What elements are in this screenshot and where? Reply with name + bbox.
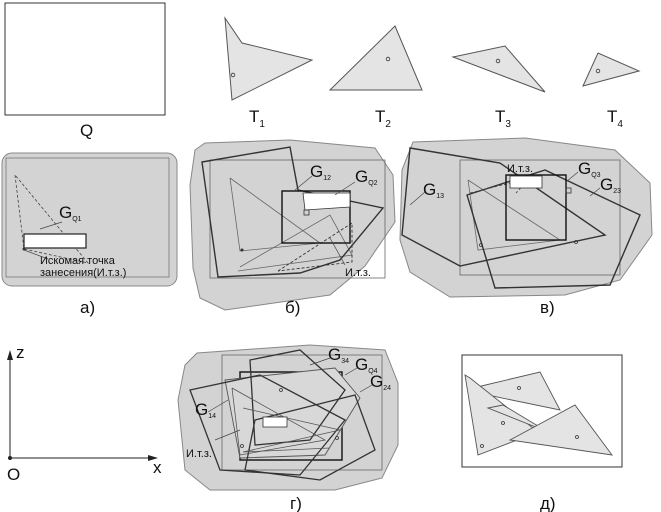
label-axis-z: z bbox=[16, 343, 25, 362]
label-g-12: G12 bbox=[310, 162, 331, 182]
sheet-q: Q bbox=[4, 2, 166, 140]
label-g-14: G14 bbox=[195, 400, 216, 420]
label-t4: T4 bbox=[607, 107, 623, 130]
label-g-13: G13 bbox=[423, 180, 444, 200]
caption-c: в) bbox=[540, 298, 555, 317]
label-itz-b: И.т.з. bbox=[345, 267, 371, 279]
seek-point-text-2: занесения(И.т.з.) bbox=[40, 267, 126, 279]
caption-d: г) bbox=[290, 494, 302, 512]
panel-c: И.т.з. G13 GQ3 G23 в) bbox=[399, 137, 653, 317]
label-g-24: G24 bbox=[370, 372, 391, 392]
caption-a: а) bbox=[80, 298, 95, 317]
label-g-q1: GQ1 bbox=[59, 203, 82, 223]
label-itz-c: И.т.з. bbox=[507, 163, 533, 175]
label-g-q3: GQ3 bbox=[578, 159, 601, 179]
caption-e: д) bbox=[540, 494, 556, 512]
polygon-t4: T4 bbox=[582, 52, 641, 130]
panel-e: д) bbox=[461, 354, 623, 512]
polygon-t1: T1 bbox=[224, 16, 314, 130]
panel-a: GQ1 Искомая точка занесения(И.т.з.) а) bbox=[1, 152, 178, 317]
label-axis-o: O bbox=[7, 465, 20, 484]
label-axis-x: x bbox=[153, 458, 162, 477]
label-t3: T3 bbox=[495, 107, 511, 130]
label-g-23: G23 bbox=[600, 175, 621, 195]
polygon-t2: T2 bbox=[328, 25, 423, 130]
label-g-q4: GQ4 bbox=[355, 355, 378, 375]
label-g-34: G34 bbox=[328, 345, 349, 365]
seek-point-text-1: Искомая точка bbox=[40, 255, 116, 267]
label-q: Q bbox=[80, 121, 93, 140]
caption-b: б) bbox=[285, 298, 300, 317]
label-t2: T2 bbox=[375, 107, 391, 130]
panel-b: G12 GQ2 И.т.з. б) bbox=[189, 139, 396, 317]
axes: z x O bbox=[7, 343, 162, 484]
panel-d: G34 GQ4 G24 G14 И.т.з. г) bbox=[177, 344, 399, 512]
label-itz-d: И.т.з. bbox=[186, 448, 212, 460]
label-g-q2: GQ2 bbox=[355, 167, 378, 187]
label-t1: T1 bbox=[249, 107, 265, 130]
polygon-t3: T3 bbox=[451, 45, 546, 130]
